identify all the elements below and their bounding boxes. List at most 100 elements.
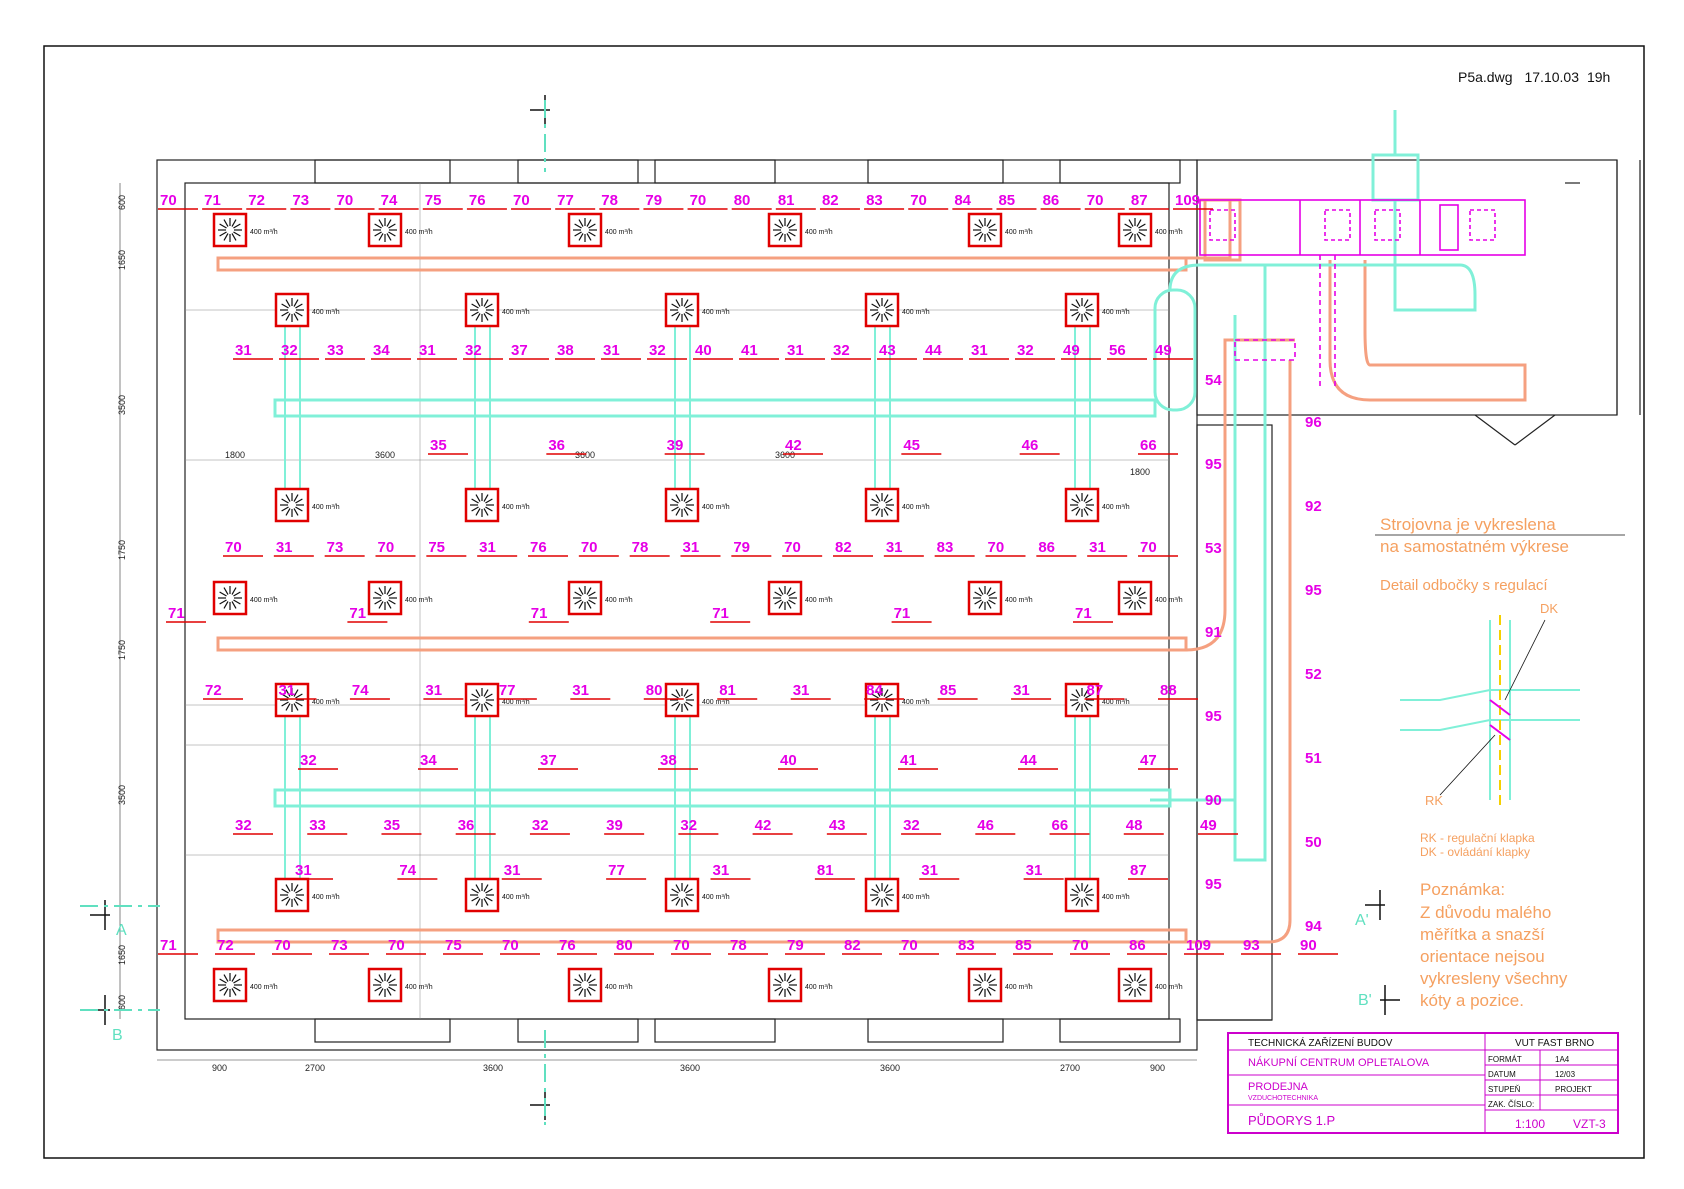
- flow-rate-label: 400 m³/h: [502, 504, 530, 511]
- position-label: 79: [787, 937, 804, 954]
- position-label: 79: [733, 539, 750, 556]
- riser-label: 94: [1305, 918, 1322, 935]
- svg-text:2700: 2700: [305, 1063, 325, 1073]
- position-label: 47: [1140, 752, 1157, 769]
- position-label: 83: [958, 937, 975, 954]
- flow-rate-label: 400 m³/h: [702, 699, 730, 706]
- position-label: 70: [1087, 192, 1104, 209]
- tb-drawing: PŮDORYS 1.P: [1248, 1113, 1335, 1128]
- position-label: 31: [886, 539, 903, 556]
- riser-label: 90: [1205, 792, 1222, 809]
- position-label: 40: [780, 752, 797, 769]
- position-label: 70: [225, 539, 242, 556]
- flow-rate-label: 400 m³/h: [1102, 894, 1130, 901]
- riser-label: 95: [1205, 876, 1222, 893]
- supply-diffuser: 400 m³/h: [567, 580, 633, 616]
- position-label: 39: [667, 437, 684, 454]
- position-label: 70: [901, 937, 918, 954]
- flow-rate-label: 400 m³/h: [250, 984, 278, 991]
- exhaust-diffuser: 400 m³/h: [864, 292, 930, 328]
- supply-diffuser: 400 m³/h: [212, 212, 278, 248]
- supply-diffuser: 400 m³/h: [367, 580, 433, 616]
- supply-diffuser: 400 m³/h: [567, 967, 633, 1003]
- position-label: 75: [425, 192, 442, 209]
- position-label: 37: [511, 342, 528, 359]
- section-mark-b-prime: B': [1358, 992, 1372, 1009]
- position-label: 32: [532, 817, 549, 834]
- position-label: 80: [616, 937, 633, 954]
- flow-rate-label: 400 m³/h: [502, 309, 530, 316]
- position-label: 72: [248, 192, 265, 209]
- riser-label: 54: [1205, 372, 1222, 389]
- exhaust-diffuser: 400 m³/h: [1064, 682, 1130, 718]
- position-label: 77: [499, 682, 516, 699]
- detail-rk-label: RK: [1425, 793, 1443, 808]
- diffuser-group: 400 m³/h 400 m³/h 400 m³/h 400 m³/h 400 m³/h…: [212, 212, 1183, 1003]
- exhaust-diffuser: 400 m³/h: [274, 487, 340, 523]
- position-label: 32: [680, 817, 697, 834]
- position-label: 71: [531, 605, 548, 622]
- machine-room-note-2: na samostatném výkrese: [1380, 537, 1569, 556]
- position-label: 44: [1020, 752, 1037, 769]
- position-label: 87: [1131, 192, 1148, 209]
- position-label: 77: [557, 192, 574, 209]
- position-label: 70: [690, 192, 707, 209]
- flow-rate-label: 400 m³/h: [902, 504, 930, 511]
- svg-text:3600: 3600: [483, 1063, 503, 1073]
- position-label: 85: [998, 192, 1015, 209]
- position-label: 76: [469, 192, 486, 209]
- position-label: 31: [603, 342, 620, 359]
- sheet-border: [43, 45, 1645, 1159]
- exhaust-diffuser: 400 m³/h: [274, 877, 340, 913]
- tb-part: PRODEJNA: [1248, 1081, 1309, 1093]
- position-label: 31: [683, 539, 700, 556]
- flow-rate-label: 400 m³/h: [405, 597, 433, 604]
- flow-rate-label: 400 m³/h: [312, 699, 340, 706]
- position-label: 32: [235, 817, 252, 834]
- position-label: 70: [337, 192, 354, 209]
- flow-rate-label: 400 m³/h: [502, 894, 530, 901]
- flow-rate-label: 400 m³/h: [405, 984, 433, 991]
- position-label: 70: [513, 192, 530, 209]
- riser-label: 95: [1205, 456, 1222, 473]
- exhaust-diffuser: 400 m³/h: [864, 682, 930, 718]
- flow-rate-label: 400 m³/h: [805, 597, 833, 604]
- position-label: 44: [925, 342, 942, 359]
- supply-diffuser: 400 m³/h: [212, 967, 278, 1003]
- supply-diffuser: 400 m³/h: [767, 967, 833, 1003]
- position-label: 73: [327, 539, 344, 556]
- position-label: 49: [1063, 342, 1080, 359]
- riser-label: 91: [1205, 624, 1222, 641]
- exhaust-diffuser: 400 m³/h: [464, 292, 530, 328]
- flow-rate-label: 400 m³/h: [405, 229, 433, 236]
- position-label: 86: [1038, 539, 1055, 556]
- svg-text:1750: 1750: [117, 540, 127, 560]
- position-label: 49: [1200, 817, 1217, 834]
- svg-text:600: 600: [117, 195, 127, 210]
- flow-rate-label: 400 m³/h: [702, 309, 730, 316]
- flow-rate-label: 400 m³/h: [312, 309, 340, 316]
- flow-rate-label: 400 m³/h: [250, 597, 278, 604]
- position-label: 31: [425, 682, 442, 699]
- svg-text:1800: 1800: [1130, 467, 1150, 477]
- position-label: 83: [866, 192, 883, 209]
- position-label: 79: [645, 192, 662, 209]
- position-label: 70: [160, 192, 177, 209]
- position-label: 70: [274, 937, 291, 954]
- position-label: 32: [300, 752, 317, 769]
- air-handling-unit: [1199, 199, 1526, 390]
- position-label: 86: [1129, 937, 1146, 954]
- flow-rate-label: 400 m³/h: [312, 894, 340, 901]
- position-label: 41: [900, 752, 917, 769]
- flow-rate-label: 400 m³/h: [605, 229, 633, 236]
- flow-rate-label: 400 m³/h: [702, 894, 730, 901]
- position-label: 70: [581, 539, 598, 556]
- position-label: 88: [1160, 682, 1177, 699]
- supply-diffuser: 400 m³/h: [567, 212, 633, 248]
- svg-text:3600: 3600: [680, 1063, 700, 1073]
- flow-rate-label: 400 m³/h: [1155, 597, 1183, 604]
- position-label: 109: [1175, 192, 1200, 209]
- svg-text:1650: 1650: [117, 945, 127, 965]
